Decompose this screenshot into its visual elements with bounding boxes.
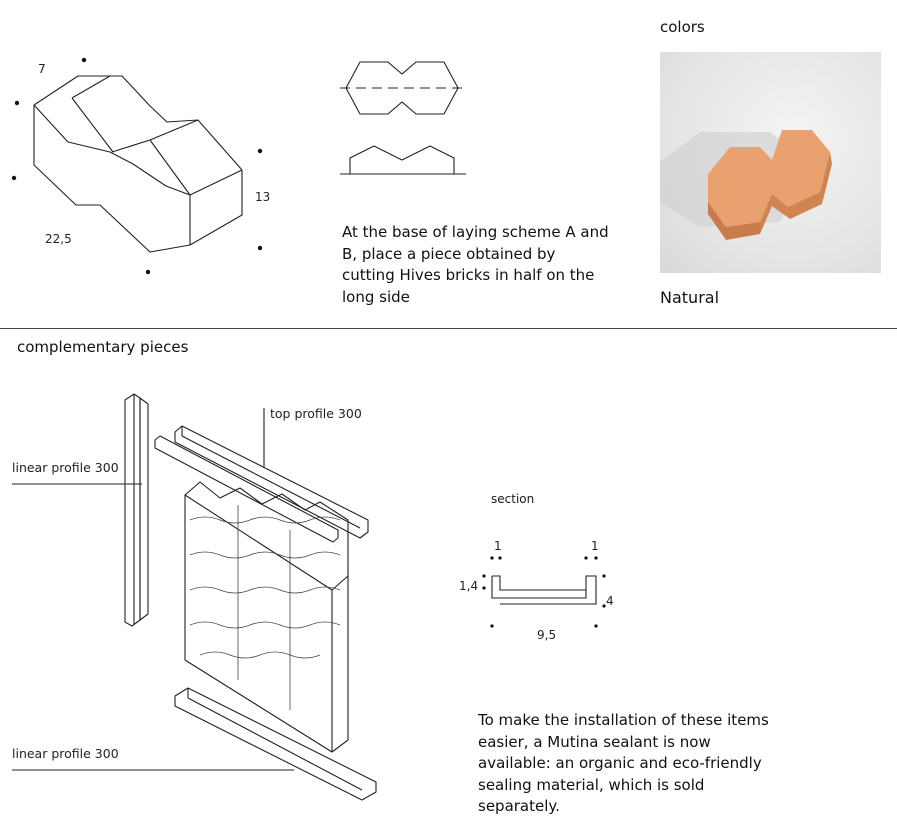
- dimension-width-top: 7: [38, 62, 46, 76]
- dimension-dot: [14, 100, 20, 106]
- section-dim-height: 4: [606, 594, 614, 608]
- label-top-profile: top profile 300: [270, 406, 362, 421]
- laying-instructions: At the base of laying scheme A and B, pl…: [342, 223, 609, 306]
- section-dim-right-top: 1: [591, 539, 599, 553]
- colors-heading: colors: [660, 18, 705, 36]
- label-linear-profile-left: linear profile 300: [12, 460, 119, 475]
- dimension-length: 22,5: [45, 232, 72, 246]
- complementary-heading: complementary pieces: [17, 338, 189, 356]
- dimension-dot: [81, 57, 87, 63]
- natural-brick-photo: [660, 52, 881, 273]
- dimension-height: 13: [255, 190, 271, 204]
- dimension-dot: [11, 175, 17, 181]
- section-dim-left-top: 1: [494, 539, 502, 553]
- dimension-dot: [257, 148, 263, 154]
- section-dim-side: 1,4: [459, 579, 479, 593]
- complementary-pieces-drawing: [12, 393, 377, 801]
- section-profile-drawing: [482, 556, 606, 628]
- cutting-scheme-drawing: [340, 61, 466, 175]
- sealant-note: To make the installation of these items …: [478, 711, 769, 815]
- dimension-dot: [257, 245, 263, 251]
- section-dim-width: 9,5: [537, 628, 557, 642]
- dimension-dot: [145, 269, 151, 275]
- color-name: Natural: [660, 288, 720, 307]
- label-linear-profile-bottom: linear profile 300: [12, 746, 119, 761]
- brick-isometric-drawing: [11, 57, 263, 275]
- section-divider: [0, 328, 897, 329]
- section-title: section: [491, 492, 535, 506]
